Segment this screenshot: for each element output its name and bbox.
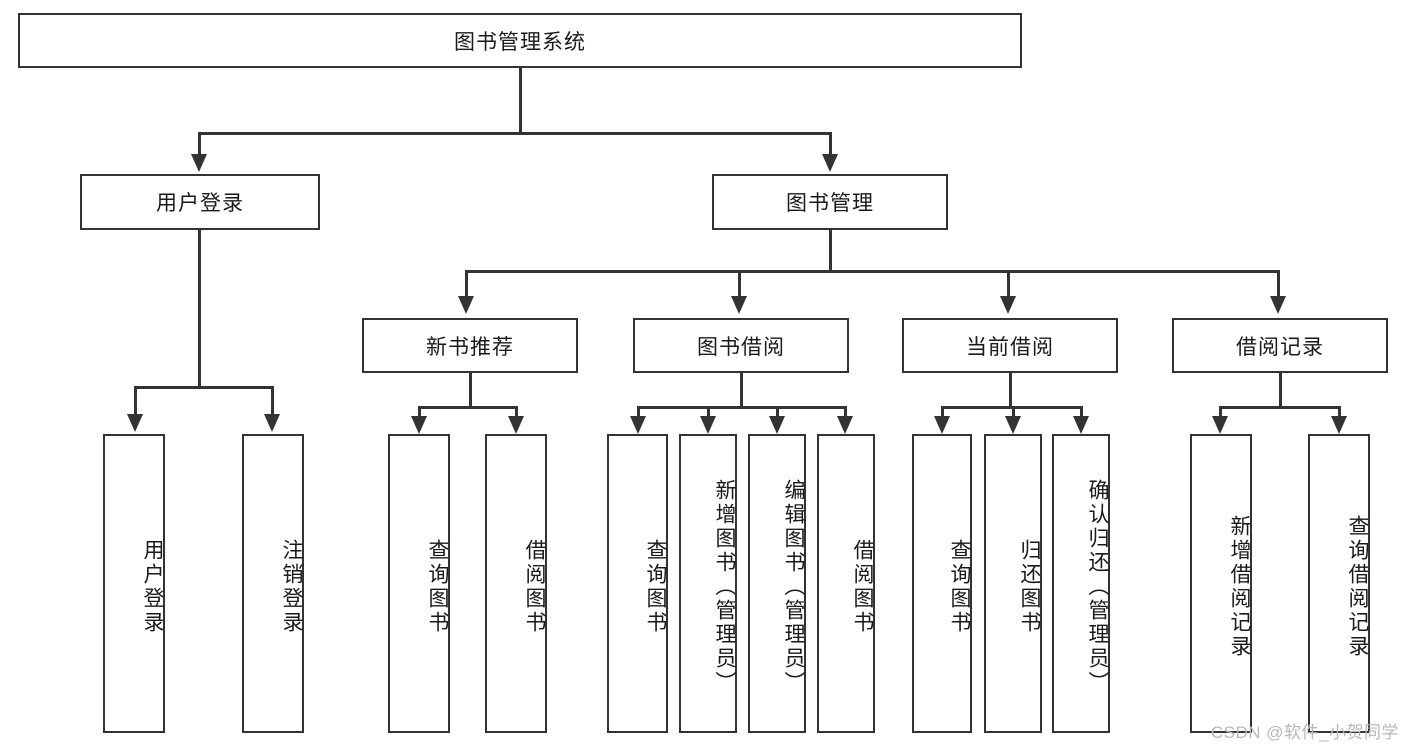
node-label: 新增图书（管理员） xyxy=(713,478,736,695)
node-leaf-return-book[interactable]: 归还图书 xyxy=(984,434,1042,733)
node-label: 图书借阅 xyxy=(697,335,785,359)
arrow-book-manage-to-current-borrow xyxy=(1000,296,1016,314)
edge-book-manage-to-current-borrow xyxy=(1007,270,1010,298)
edge-book-manage-to-book-borrow xyxy=(738,270,741,298)
edge-book-borrow-distributor xyxy=(637,406,846,409)
arrow-book-borrow-to-leaf-3 xyxy=(769,416,785,434)
edge-book-manage-to-new-book-rec xyxy=(465,270,468,298)
node-current-borrow[interactable]: 当前借阅 xyxy=(902,318,1118,373)
edge-new-book-rec-distributor xyxy=(418,406,518,409)
arrow-book-borrow-to-leaf-1 xyxy=(630,416,646,434)
node-root-book-management-system[interactable]: 图书管理系统 xyxy=(18,13,1022,68)
edge-user-login-distributor xyxy=(134,386,274,389)
node-label: 用户登录 xyxy=(156,192,244,215)
edge-borrow-record-stem xyxy=(1279,373,1282,408)
edge-book-borrow-to-leaf-2 xyxy=(707,406,710,418)
node-label: 确认归还（管理员） xyxy=(1086,478,1109,695)
node-label: 用户登录 xyxy=(141,538,164,635)
arrow-user-login-to-leaf-1 xyxy=(127,414,143,432)
node-label: 编辑图书（管理员） xyxy=(782,478,805,695)
node-leaf-add-borrow-record[interactable]: 新增借阅记录 xyxy=(1190,434,1252,733)
node-label: 归还图书 xyxy=(1018,538,1041,635)
node-label: 借阅图书 xyxy=(523,538,546,635)
node-leaf-query-book-2[interactable]: 查询图书 xyxy=(607,434,668,733)
node-leaf-query-book-3[interactable]: 查询图书 xyxy=(912,434,972,733)
arrow-current-borrow-to-leaf-1 xyxy=(934,416,950,434)
edge-current-borrow-to-leaf-1 xyxy=(941,406,944,418)
node-user-login[interactable]: 用户登录 xyxy=(80,174,320,230)
edge-new-book-rec-to-leaf-1 xyxy=(418,406,421,418)
arrow-new-book-rec-to-leaf-1 xyxy=(411,416,427,434)
node-leaf-add-book-admin[interactable]: 新增图书（管理员） xyxy=(679,434,737,733)
edge-book-manage-stem xyxy=(829,230,832,272)
node-borrow-record[interactable]: 借阅记录 xyxy=(1172,318,1388,373)
csdn-watermark: CSDN @软件_小贺同学 xyxy=(1210,723,1399,742)
edge-new-book-rec-to-leaf-2 xyxy=(515,406,518,418)
edge-current-borrow-stem xyxy=(1009,373,1012,408)
node-leaf-borrow-book-2[interactable]: 借阅图书 xyxy=(817,434,875,733)
edge-root-distributor xyxy=(198,132,831,135)
node-label: 新书推荐 xyxy=(426,335,514,359)
node-label: 借阅记录 xyxy=(1236,335,1324,359)
arrow-book-manage-to-borrow-record xyxy=(1270,296,1286,314)
edge-book-borrow-to-leaf-4 xyxy=(844,406,847,418)
edge-user-login-to-leaf-2 xyxy=(271,386,274,416)
edge-root-to-user-login xyxy=(198,132,201,156)
edge-book-borrow-to-leaf-3 xyxy=(776,406,779,418)
arrow-book-manage-to-book-borrow xyxy=(731,296,747,314)
node-label: 查询图书 xyxy=(426,538,449,635)
edge-user-login-to-leaf-1 xyxy=(134,386,137,416)
node-label: 查询借阅记录 xyxy=(1346,514,1369,659)
edge-root-to-book-manage xyxy=(829,132,832,156)
node-leaf-confirm-return-admin[interactable]: 确认归还（管理员） xyxy=(1052,434,1110,733)
arrow-root-to-user-login xyxy=(191,154,207,172)
arrow-current-borrow-to-leaf-2 xyxy=(1005,416,1021,434)
node-label: 查询图书 xyxy=(644,538,667,635)
node-leaf-user-login[interactable]: 用户登录 xyxy=(103,434,165,733)
edge-current-borrow-distributor xyxy=(941,406,1082,409)
node-book-management[interactable]: 图书管理 xyxy=(712,174,948,230)
edge-current-borrow-to-leaf-3 xyxy=(1080,406,1083,418)
node-book-borrow[interactable]: 图书借阅 xyxy=(633,318,849,373)
edge-book-borrow-to-leaf-1 xyxy=(637,406,640,418)
node-label: 注销登录 xyxy=(280,538,303,635)
node-leaf-query-borrow-record[interactable]: 查询借阅记录 xyxy=(1308,434,1370,733)
edge-new-book-rec-stem xyxy=(469,373,472,408)
edge-borrow-record-to-leaf-2 xyxy=(1338,406,1341,418)
node-label: 当前借阅 xyxy=(966,335,1054,359)
node-leaf-query-book-1[interactable]: 查询图书 xyxy=(388,434,450,733)
edge-current-borrow-to-leaf-2 xyxy=(1012,406,1015,418)
edge-user-login-stem xyxy=(198,230,201,388)
edge-borrow-record-distributor xyxy=(1219,406,1340,409)
edge-book-manage-to-borrow-record xyxy=(1277,270,1280,298)
arrow-book-manage-to-new-book-rec xyxy=(458,296,474,314)
arrow-borrow-record-to-leaf-1 xyxy=(1212,416,1228,434)
node-new-book-recommendation[interactable]: 新书推荐 xyxy=(362,318,578,373)
node-label: 图书管理 xyxy=(786,192,874,215)
edge-root-stem xyxy=(519,68,522,134)
node-leaf-borrow-book-1[interactable]: 借阅图书 xyxy=(485,434,547,733)
arrow-current-borrow-to-leaf-3 xyxy=(1073,416,1089,434)
edge-borrow-record-to-leaf-1 xyxy=(1219,406,1222,418)
node-label: 借阅图书 xyxy=(851,538,874,635)
arrow-borrow-record-to-leaf-2 xyxy=(1331,416,1347,434)
arrow-new-book-rec-to-leaf-2 xyxy=(508,416,524,434)
node-leaf-edit-book-admin[interactable]: 编辑图书（管理员） xyxy=(748,434,806,733)
arrow-user-login-to-leaf-2 xyxy=(264,414,280,432)
node-leaf-user-logout[interactable]: 注销登录 xyxy=(242,434,304,733)
node-label: 新增借阅记录 xyxy=(1228,514,1251,659)
node-label: 图书管理系统 xyxy=(454,30,586,54)
edge-book-borrow-stem xyxy=(740,373,743,408)
arrow-book-borrow-to-leaf-4 xyxy=(837,416,853,434)
node-label: 查询图书 xyxy=(948,538,971,635)
edge-book-manage-distributor xyxy=(465,270,1280,273)
arrow-root-to-book-manage xyxy=(822,154,838,172)
arrow-book-borrow-to-leaf-2 xyxy=(700,416,716,434)
